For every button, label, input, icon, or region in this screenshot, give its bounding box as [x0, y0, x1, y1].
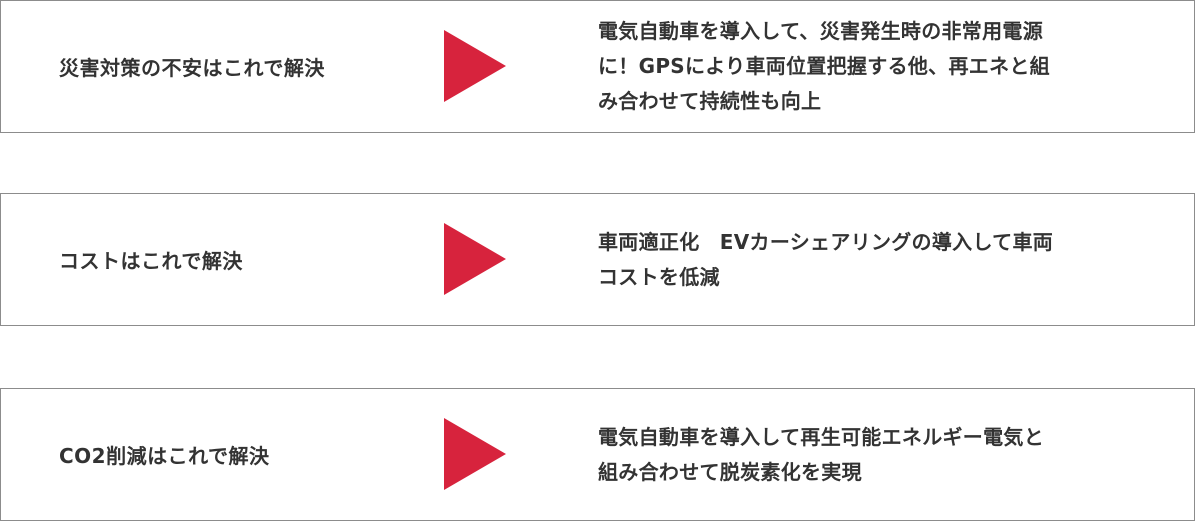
- solution-text: 電気自動車を導入して、災害発生時の非常用電源 に！GPSにより車両位置把握する他…: [598, 19, 1050, 113]
- solution-description: 車両適正化 EVカーシェアリングの導入して車両 コストを低減: [598, 194, 1173, 325]
- feature-row-co2: CO2削減はこれで解決 電気自動車を導入して再生可能エネルギー電気と 組み合わせ…: [0, 388, 1195, 521]
- problem-label: 災害対策の不安はこれで解決: [59, 56, 325, 80]
- solution-description: 電気自動車を導入して再生可能エネルギー電気と 組み合わせて脱炭素化を実現: [598, 389, 1173, 520]
- solution-description: 電気自動車を導入して、災害発生時の非常用電源 に！GPSにより車両位置把握する他…: [598, 1, 1173, 132]
- problem-label: CO2削減はこれで解決: [59, 444, 270, 468]
- problem-label: コストはこれで解決: [59, 249, 243, 273]
- play-triangle-icon: [444, 30, 506, 102]
- feature-row-disaster: 災害対策の不安はこれで解決 電気自動車を導入して、災害発生時の非常用電源 に！G…: [0, 0, 1195, 133]
- solution-text: 車両適正化 EVカーシェアリングの導入して車両 コストを低減: [598, 229, 1054, 289]
- feature-row-cost: コストはこれで解決 車両適正化 EVカーシェアリングの導入して車両 コストを低減: [0, 193, 1195, 326]
- play-triangle-icon: [444, 418, 506, 490]
- solution-text: 電気自動車を導入して再生可能エネルギー電気と 組み合わせて脱炭素化を実現: [598, 424, 1044, 484]
- play-triangle-icon: [444, 223, 506, 295]
